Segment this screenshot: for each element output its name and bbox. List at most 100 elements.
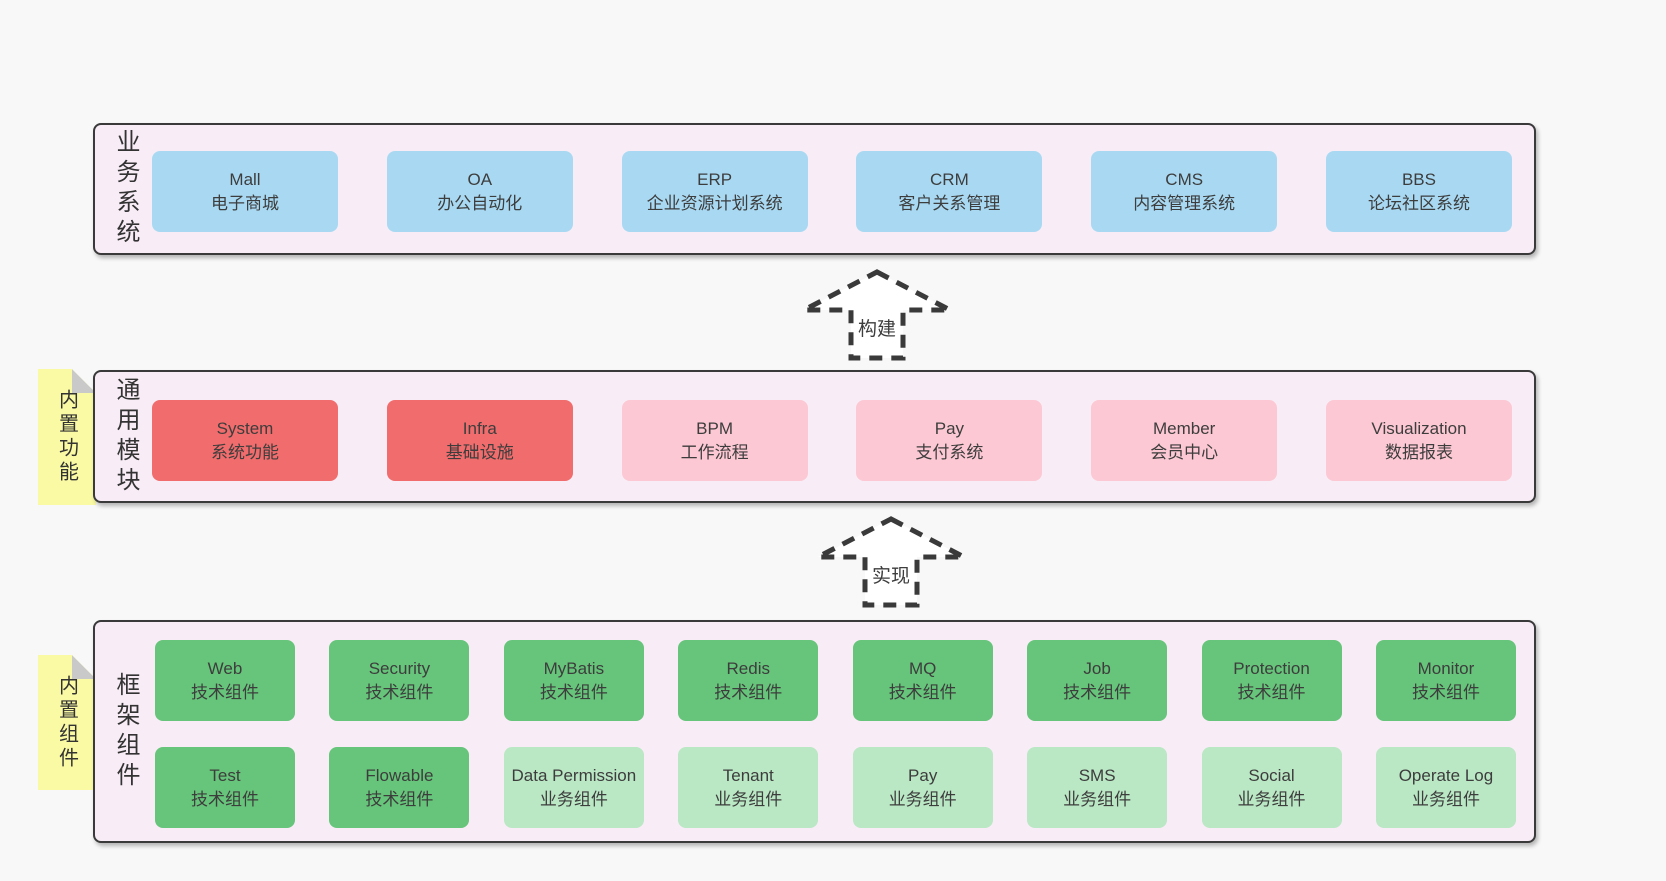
box-desc: 业务组件: [539, 789, 608, 809]
box-name: MQ: [908, 658, 937, 678]
box-bbs: BBS 论坛社区系统: [1325, 151, 1512, 232]
band-title: 框架组件: [112, 671, 139, 792]
note-label: 内置功能: [55, 389, 78, 485]
box-name: Security: [368, 658, 431, 678]
box-name: ERP: [697, 169, 733, 189]
sticky-note-builtin-features: 内置功能: [38, 369, 96, 505]
box-name: Member: [1153, 418, 1216, 438]
box-name: Protection: [1233, 658, 1310, 678]
box-desc: 支付系统: [915, 442, 984, 462]
box-redis: Redis 技术组件: [678, 640, 819, 721]
implement-up-arrow-icon: 实现: [816, 516, 966, 608]
box-desc: 技术组件: [1237, 682, 1306, 702]
box-mall: Mall 电子商城: [152, 151, 338, 232]
box-name: Pay: [908, 765, 938, 785]
box-name: Pay: [934, 418, 965, 438]
box-desc: 内容管理系统: [1133, 193, 1236, 213]
box-desc: 技术组件: [1063, 682, 1132, 702]
box-name: CMS: [1165, 169, 1204, 189]
box-desc: 业务组件: [1237, 789, 1306, 809]
box-name: Social: [1248, 765, 1295, 785]
box-name: SMS: [1078, 765, 1116, 785]
box-desc: 工作流程: [680, 442, 749, 462]
box-name: CRM: [930, 169, 969, 189]
box-name: BBS: [1401, 169, 1436, 189]
box-desc: 技术组件: [191, 682, 259, 702]
box-desc: 电子商城: [211, 193, 279, 213]
box-member: Member 会员中心: [1091, 400, 1278, 481]
box-desc: 会员中心: [1150, 442, 1219, 462]
box-name: BPM: [696, 418, 734, 438]
box-desc: 业务组件: [714, 789, 783, 809]
box-desc: 业务组件: [888, 789, 957, 809]
box-desc: 系统功能: [211, 442, 279, 462]
box-desc: 业务组件: [1063, 789, 1132, 809]
build-up-arrow-icon: 构建: [802, 269, 952, 361]
box-erp: ERP 企业资源计划系统: [621, 151, 808, 232]
box-name: Job: [1083, 658, 1111, 678]
band-common-modules: 通用模块 System 系统功能 Infra 基础设施 BPM 工作流程 Pay 支付系统 Me…: [93, 370, 1536, 503]
box-name: System: [216, 418, 274, 438]
box-flowable: Flowable 技术组件: [329, 747, 470, 828]
box-operate-log: Operate Log 业务组件: [1375, 747, 1516, 828]
box-desc: 基础设施: [445, 442, 514, 462]
band-title: 通用模块: [112, 376, 139, 497]
box-desc: 技术组件: [1411, 682, 1480, 702]
box-desc: 技术组件: [539, 682, 608, 702]
box-mybatis: MyBatis 技术组件: [503, 640, 644, 721]
box-pay: Pay 支付系统: [856, 400, 1043, 481]
box-crm: CRM 客户关系管理: [856, 151, 1043, 232]
arrow-label: 构建: [855, 314, 899, 341]
box-infra: Infra 基础设施: [386, 400, 573, 481]
box-desc: 技术组件: [191, 789, 259, 809]
box-name: Tenant: [722, 765, 774, 785]
box-mq: MQ 技术组件: [852, 640, 993, 721]
box-pay: Pay 业务组件: [852, 747, 993, 828]
box-name: Test: [209, 765, 241, 785]
box-name: Operate Log: [1398, 765, 1494, 785]
box-name: Flowable: [365, 765, 434, 785]
box-job: Job 技术组件: [1027, 640, 1168, 721]
box-name: Mall: [229, 169, 261, 189]
box-test: Test 技术组件: [155, 747, 295, 828]
box-protection: Protection 技术组件: [1201, 640, 1342, 721]
box-desc: 企业资源计划系统: [646, 193, 783, 213]
box-visualization: Visualization 数据报表: [1325, 400, 1512, 481]
box-name: Monitor: [1417, 658, 1475, 678]
box-sms: SMS 业务组件: [1027, 747, 1168, 828]
sticky-note-builtin-components: 内置组件: [38, 655, 96, 790]
box-name: Web: [207, 658, 243, 678]
box-desc: 技术组件: [888, 682, 957, 702]
box-name: OA: [467, 169, 493, 189]
arrow-label: 实现: [869, 561, 913, 588]
box-name: Visualization: [1371, 418, 1467, 438]
note-label: 内置组件: [55, 674, 78, 771]
box-row: System 系统功能 Infra 基础设施 BPM 工作流程 Pay 支付系统 Member 会…: [152, 400, 1512, 481]
box-desc: 技术组件: [714, 682, 783, 702]
box-social: Social 业务组件: [1201, 747, 1342, 828]
box-desc: 数据报表: [1384, 442, 1453, 462]
box-monitor: Monitor 技术组件: [1375, 640, 1516, 721]
box-name: Infra: [462, 418, 497, 438]
box-desc: 技术组件: [365, 789, 434, 809]
box-cms: CMS 内容管理系统: [1091, 151, 1278, 232]
box-name: MyBatis: [543, 658, 605, 678]
box-desc: 客户关系管理: [898, 193, 1001, 213]
box-bpm: BPM 工作流程: [621, 400, 808, 481]
box-name: Data Permission: [511, 765, 637, 785]
box-tenant: Tenant 业务组件: [678, 747, 819, 828]
box-desc: 论坛社区系统: [1367, 193, 1470, 213]
box-name: Redis: [726, 658, 770, 678]
box-data-permission: Data Permission 业务组件: [503, 747, 644, 828]
band-title: 业务系统: [112, 129, 139, 249]
box-desc: 业务组件: [1411, 789, 1480, 809]
box-system: System 系统功能: [152, 400, 338, 481]
